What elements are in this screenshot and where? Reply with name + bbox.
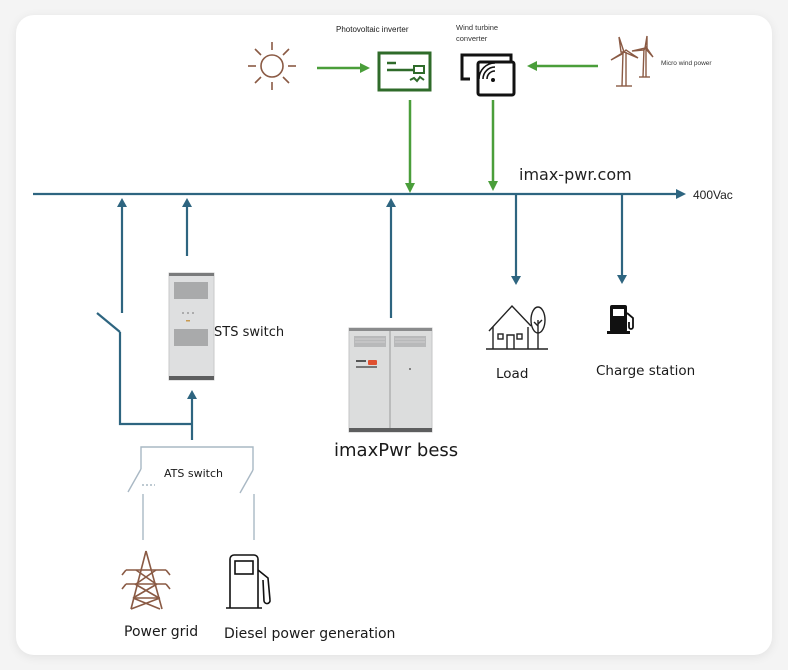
bus-voltage-label: 400Vac xyxy=(693,188,733,202)
bess-label: imaxPwr bess xyxy=(334,440,459,461)
bus-to-charge-arrow-icon xyxy=(617,275,627,284)
micro-wind-power-label: Micro wind power xyxy=(661,60,712,67)
bess-to-bus-arrow-icon xyxy=(386,198,396,207)
ats-switch-label: ATS switch xyxy=(164,467,223,480)
bus-arrow-icon xyxy=(676,189,686,199)
sun-icon xyxy=(248,42,296,90)
pv-to-bus-arrow-icon xyxy=(405,183,415,193)
photovoltaic-inverter-icon xyxy=(377,51,432,92)
photovoltaic-inverter-label: Photovoltaic inverter xyxy=(336,25,409,34)
diesel-generator-pump-icon xyxy=(226,554,271,609)
bess-cabinet xyxy=(348,327,433,433)
bypass-line xyxy=(96,206,192,426)
sts-cabinet xyxy=(168,272,215,381)
wind-turbine-converter-label-line2: converter xyxy=(456,34,488,43)
solar-flow-arrowhead-icon xyxy=(360,63,370,73)
bus-to-load-arrow-icon xyxy=(511,276,521,285)
ac-bus xyxy=(33,189,686,199)
ats-switch-lines xyxy=(127,446,255,540)
load-label: Load xyxy=(496,366,529,382)
power-grid-label: Power grid xyxy=(124,624,199,640)
ats-to-sts-arrow-icon xyxy=(187,390,197,399)
house-load-icon xyxy=(486,304,548,350)
wind-to-bus-arrow-icon xyxy=(488,181,498,191)
wind-turbine-converter-label-line1: Wind turbine xyxy=(456,23,499,32)
sts-output-arrow-icon xyxy=(182,198,192,207)
sts-switch-label: STS switch xyxy=(214,325,285,340)
wind-flow-arrowhead-icon xyxy=(527,61,537,71)
wind-turbine-converter-icon xyxy=(460,53,516,97)
power-grid-tower-icon xyxy=(121,550,171,610)
micro-wind-turbine-icon xyxy=(610,35,654,87)
watermark-label: imax-pwr.com xyxy=(519,165,632,184)
charge-station-label: Charge station xyxy=(596,363,696,379)
bypass-arrow-icon xyxy=(117,198,127,207)
diesel-generation-label: Diesel power generation xyxy=(224,626,396,642)
charge-station-icon xyxy=(607,305,634,334)
